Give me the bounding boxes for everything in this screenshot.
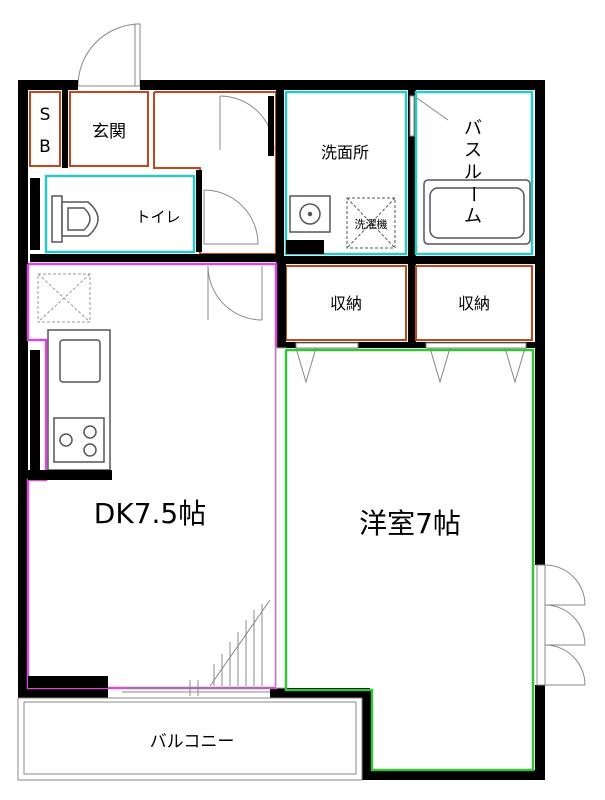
hallway-door	[219, 95, 275, 156]
room-balcony	[17, 697, 363, 781]
room-genkan	[69, 91, 149, 167]
right-windows	[536, 564, 586, 686]
room-dk	[26, 262, 278, 696]
sb-label-s: S	[40, 105, 51, 125]
storage-2-label: 収納	[458, 294, 490, 313]
fridge-space	[37, 273, 91, 323]
balcony-label: バルコニー	[150, 732, 235, 752]
sb-label-b: B	[39, 137, 51, 157]
kitchen-counter	[47, 329, 111, 471]
balcony-sash	[122, 599, 271, 696]
bathroom-label: バ ス ル ー ム	[462, 118, 483, 227]
room-washroom	[284, 90, 408, 256]
bathroom-char-2: ス	[464, 140, 482, 161]
washroom-sink	[289, 195, 331, 233]
outer-walls	[18, 80, 545, 780]
toilet-label: トイレ	[135, 208, 180, 226]
bathtub	[423, 179, 531, 245]
western-room-label: 洋室7帖	[359, 507, 461, 540]
genkan-label: 玄関	[92, 122, 126, 142]
storage-1-label: 収納	[330, 294, 362, 313]
room-labels: S B 玄関 トイレ 洗面所 洗濯機 バ ス ル ー ム 収納 収納 DK7.5…	[39, 105, 490, 752]
hallway	[153, 91, 277, 255]
room-bathroom	[414, 90, 534, 256]
room-storage-2	[415, 265, 533, 341]
washer-pan	[346, 197, 396, 249]
dk-label: DK7.5帖	[94, 497, 206, 530]
bathroom-char-5: ム	[464, 206, 482, 227]
bathroom-char-1: バ	[464, 118, 482, 139]
room-sb	[29, 90, 68, 168]
bathroom-char-3: ル	[464, 162, 482, 183]
room-toilet	[30, 170, 276, 262]
washer-label: 洗濯機	[355, 217, 388, 231]
closet-doors	[295, 342, 527, 384]
bathroom-char-4: ー	[462, 185, 483, 203]
entrance-door	[77, 23, 141, 87]
toilet-fixture	[51, 195, 99, 243]
washroom-label: 洗面所	[321, 143, 369, 162]
room-western	[284, 348, 535, 772]
